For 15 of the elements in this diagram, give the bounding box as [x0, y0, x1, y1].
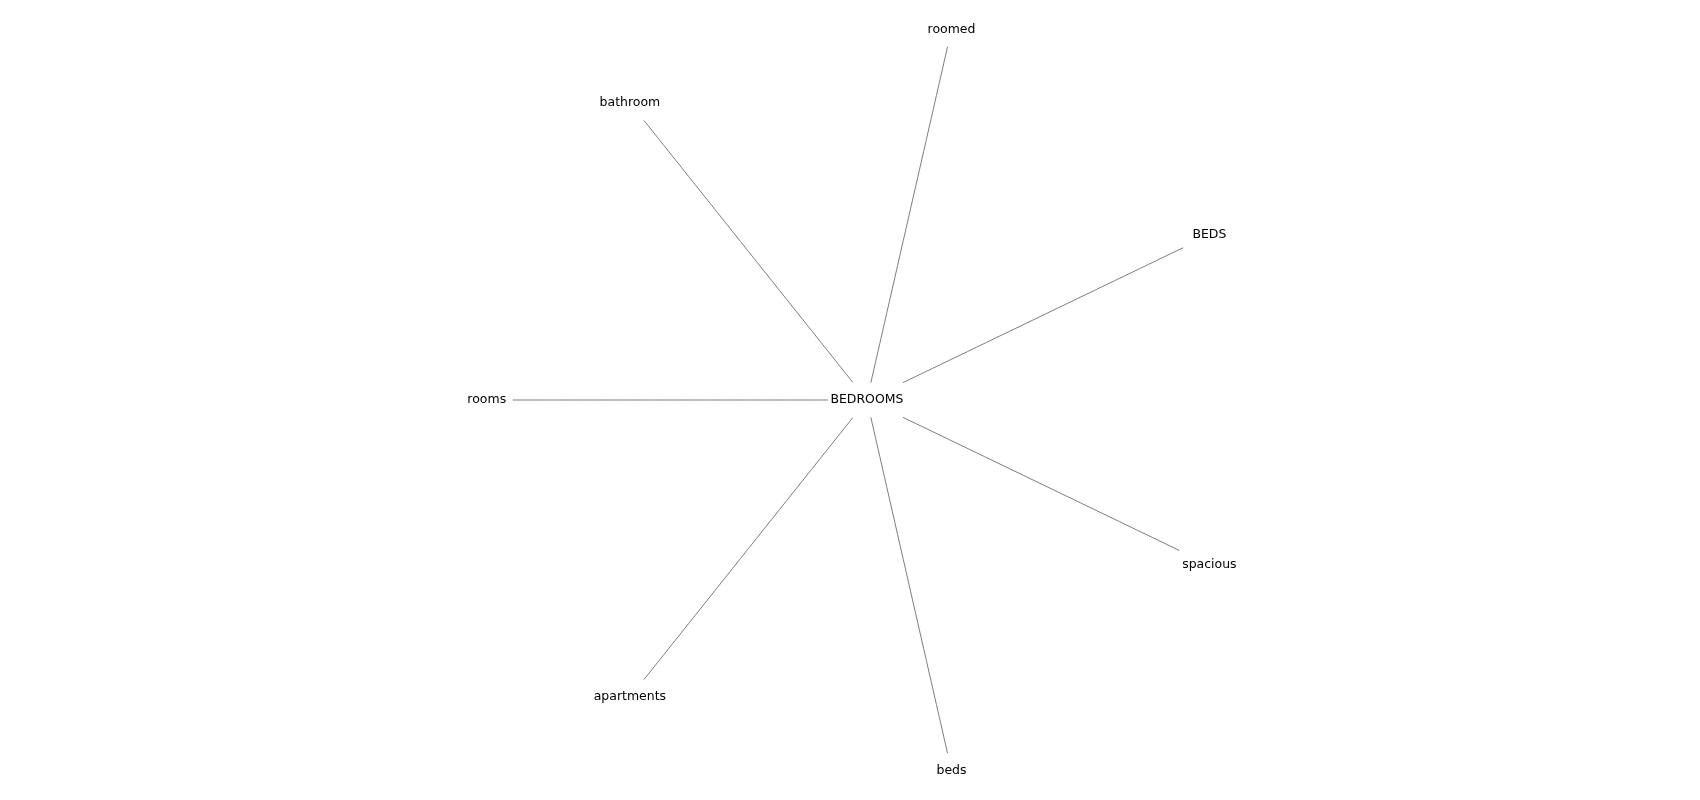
node-text: spacious	[1182, 556, 1237, 572]
connector	[512, 399, 829, 401]
connector	[870, 416, 948, 754]
node-text: BEDS	[1192, 226, 1227, 242]
node-text: roomed	[927, 20, 976, 36]
node-text: apartments	[593, 688, 667, 704]
connector	[643, 417, 854, 681]
connector	[643, 119, 854, 383]
node-text: beds	[936, 761, 967, 777]
node-text: BEDROOMS	[830, 391, 904, 407]
node-text: rooms	[467, 391, 507, 407]
connector	[902, 416, 1181, 552]
connector	[902, 247, 1184, 384]
connector	[870, 46, 948, 384]
node-text: bathroom	[599, 94, 661, 110]
